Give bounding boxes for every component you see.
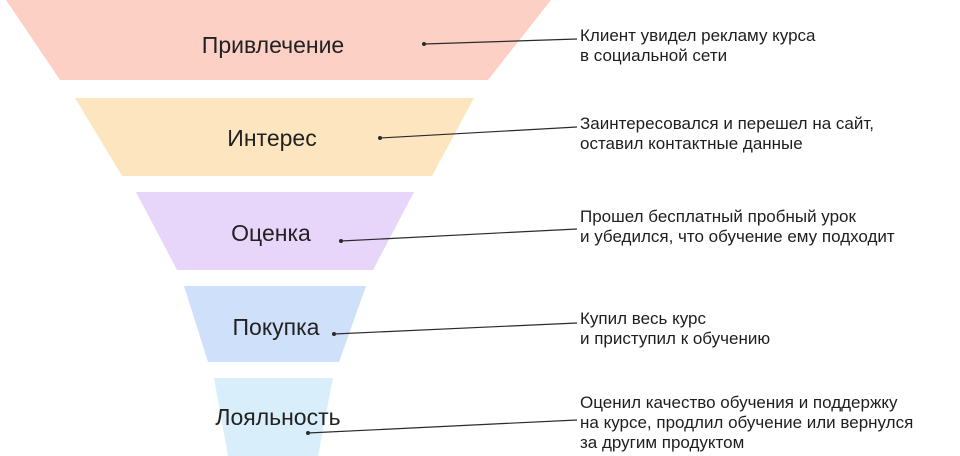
funnel-stage-loyalty	[214, 378, 333, 456]
connector-line-interest	[379, 126, 578, 139]
stage-label-evaluation: Оценка	[231, 220, 311, 246]
description-line: Заинтересовался и перешел на сайт,	[580, 114, 874, 133]
description-line: в социальной сети	[580, 46, 728, 65]
description-line: на курсе, продлил обучение или вернулся	[580, 413, 914, 432]
stage-description-purchase: Купил весь курс и приступил к обучению	[580, 309, 770, 349]
funnel-stage-purchase	[184, 286, 366, 362]
description-line: и убедился, что обучение ему подходит	[580, 227, 895, 246]
description-line: Прошел бесплатный пробный урок	[580, 207, 856, 226]
connector-line-attraction	[423, 38, 578, 45]
stage-description-attraction: Клиент увидел рекламу курса в социальной…	[580, 26, 816, 66]
description-line: оставил контактные данные	[580, 134, 803, 153]
connector-line-evaluation	[340, 228, 578, 242]
description-line: Клиент увидел рекламу курса	[580, 26, 816, 45]
connector-dot-interest	[378, 136, 382, 140]
connector-line-loyalty	[307, 419, 578, 434]
stage-description-evaluation: Прошел бесплатный пробный урок и убедилс…	[580, 207, 895, 247]
stage-label-attraction: Привлечение	[201, 32, 345, 58]
connector-dot-purchase	[332, 332, 336, 336]
description-line: Оценил качество обучения и поддержку	[580, 393, 898, 412]
funnel-stage-interest	[75, 98, 474, 176]
stage-label-loyalty: Лояльность	[215, 404, 341, 430]
connector-dot-loyalty	[306, 431, 310, 435]
stage-label-purchase: Покупка	[232, 314, 320, 340]
funnel-stage-evaluation	[136, 192, 414, 270]
stage-description-loyalty: Оценил качество обучения и поддержку на …	[580, 393, 913, 453]
connector-dot-evaluation	[339, 239, 343, 243]
connector-dot-attraction	[422, 42, 426, 46]
connector-line-purchase	[333, 322, 578, 335]
description-line: за другим продуктом	[580, 433, 745, 452]
stage-label-interest: Интерес	[227, 125, 317, 151]
description-line: и приступил к обучению	[580, 329, 771, 348]
description-line: Купил весь курс	[580, 309, 707, 328]
stage-description-interest: Заинтересовался и перешел на сайт, остав…	[580, 114, 874, 154]
funnel-stage-attraction	[6, 0, 551, 80]
